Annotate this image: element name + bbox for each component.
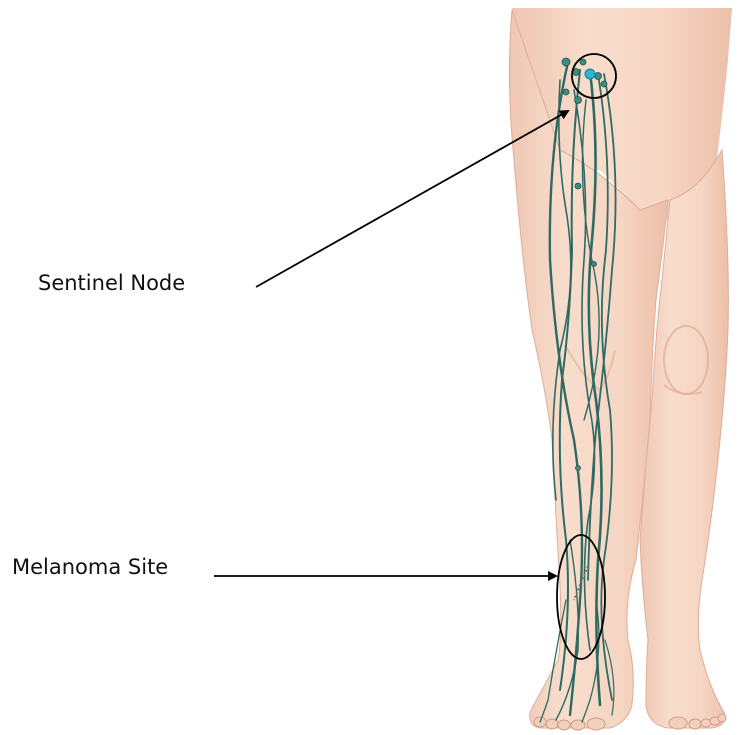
sentinel-node-label: Sentinel Node: [38, 273, 185, 294]
sentinel-node-dot: [585, 69, 595, 79]
melanoma-site-label: Melanoma Site: [12, 557, 168, 578]
